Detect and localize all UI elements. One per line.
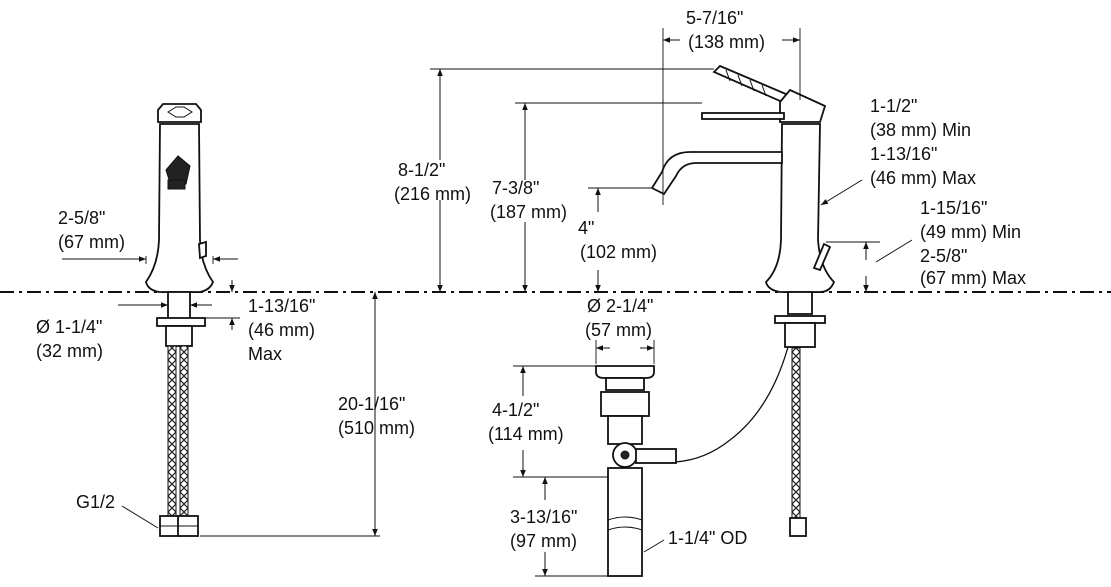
deck-thickness-label-1: 1-13/16" <box>248 296 315 316</box>
base-width-label-2: (67 mm) <box>58 232 125 252</box>
shank-dia-label-2: (32 mm) <box>36 341 103 361</box>
handle-range-label-4: (46 mm) Max <box>870 168 976 188</box>
deck-thickness-label-2: (46 mm) <box>248 320 315 340</box>
connection-label-group: G1/2 <box>76 492 159 529</box>
drain-height-label-2: (114 mm) <box>488 424 564 444</box>
handle-range-label-3: 1-13/16" <box>870 144 937 164</box>
handle-range-label-2: (38 mm) Min <box>870 120 971 140</box>
drain-height-dimension: 4-1/2" (114 mm) <box>488 365 608 478</box>
overall-height-label-1: 8-1/2" <box>398 160 445 180</box>
lift-rod-label-1: 1-15/16" <box>920 198 987 218</box>
lift-rod-label-4: (67 mm) Max <box>920 268 1026 288</box>
deck-thickness-dimension: 1-13/16" (46 mm) Max <box>205 280 315 364</box>
spout-clearance-label-2: (102 mm) <box>580 242 657 262</box>
overall-height-label-2: (216 mm) <box>394 184 471 204</box>
spout-clearance-label-1: 4" <box>578 218 594 238</box>
shank-diameter-dimension: Ø 1-1/4" (32 mm) <box>36 302 212 361</box>
base-width-dimension: 2-5/8" (67 mm) <box>58 208 238 264</box>
tailpiece-od-label: 1-1/4" OD <box>668 528 747 548</box>
handle-range-label-1: 1-1/2" <box>870 96 917 116</box>
spout-height-label-1: 7-3/8" <box>492 178 539 198</box>
drain-height-label-1: 4-1/2" <box>492 400 539 420</box>
tailpiece-length-dimension: 3-13/16" (97 mm) <box>510 477 608 577</box>
connection-label: G1/2 <box>76 492 115 512</box>
drain-dia-label-1: Ø 2-1/4" <box>587 296 653 316</box>
drain-dia-label-2: (57 mm) <box>585 320 652 340</box>
top-width-dimension: 5-7/16" (138 mm) <box>662 8 801 205</box>
drain-diameter-dimension: Ø 2-1/4" (57 mm) <box>585 296 655 364</box>
tailpiece-od-group: 1-1/4" OD <box>643 528 747 553</box>
deck-thickness-label-3: Max <box>248 344 282 364</box>
tailpiece-length-label-1: 3-13/16" <box>510 507 577 527</box>
drain-assembly <box>595 365 677 577</box>
lift-rod-range-dimension: 1-15/16" (49 mm) Min 2-5/8" (67 mm) Max <box>826 198 1026 292</box>
overall-height-dimension: 8-1/2" (216 mm) <box>394 68 714 292</box>
tailpiece-length-label-2: (97 mm) <box>510 531 577 551</box>
lift-rod-label-3: 2-5/8" <box>920 246 967 266</box>
faucet-front-view <box>650 64 836 537</box>
spout-height-dimension: 7-3/8" (187 mm) <box>490 102 702 292</box>
faucet-side-view <box>145 103 215 537</box>
top-width-label-2: (138 mm) <box>688 32 765 52</box>
supply-length-label-2: (510 mm) <box>338 418 415 438</box>
handle-range-dimension: 1-1/2" (38 mm) Min 1-13/16" (46 mm) Max <box>820 96 976 206</box>
spout-height-label-2: (187 mm) <box>490 202 567 222</box>
spout-clearance-dimension: 4" (102 mm) <box>578 187 657 292</box>
base-width-label-1: 2-5/8" <box>58 208 105 228</box>
shank-dia-label-1: Ø 1-1/4" <box>36 317 102 337</box>
top-width-label-1: 5-7/16" <box>686 8 743 28</box>
supply-length-label-1: 20-1/16" <box>338 394 405 414</box>
lift-rod-label-2: (49 mm) Min <box>920 222 1021 242</box>
supply-length-dimension: 20-1/16" (510 mm) <box>200 292 415 537</box>
